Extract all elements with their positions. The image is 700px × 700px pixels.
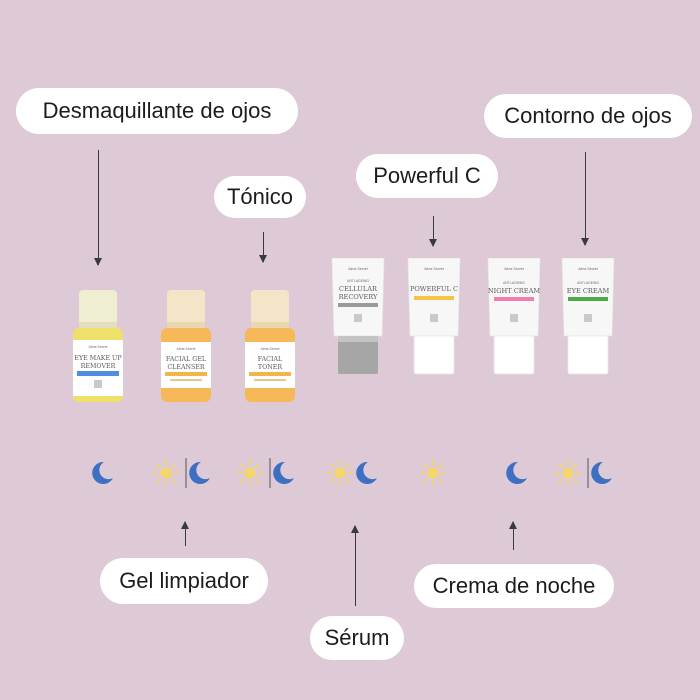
powerful-c-tube: Alma Secret POWERFUL C [407,258,461,375]
usage-icons-toner [237,458,294,488]
svg-text:Alma Secret: Alma Secret [578,267,598,271]
usage-icons-eye-cream [555,458,612,488]
cellular-recovery-tube: Alma Secret ANTI-AGEING CELLULAR RECOVER… [331,258,385,374]
arrow-serum [351,525,359,606]
svg-text:Alma Secret: Alma Secret [424,267,444,271]
eye-makeup-remover-bottle: Alma Secret EYE MAKE UP REMOVER [73,290,123,402]
svg-text:ANTI-AGEING: ANTI-AGEING [503,281,525,285]
label-contorno: Contorno de ojos [484,94,692,138]
label-serum: Sérum [310,616,404,660]
eye-cream-tube: Alma Secret ANTI-AGEING EYE CREAM [561,258,615,375]
moon-icon [273,461,294,484]
svg-text:REMOVER: REMOVER [81,363,116,370]
svg-text:ANTI-AGEING: ANTI-AGEING [577,281,599,285]
sun-icon [237,460,263,486]
svg-text:Alma Secret: Alma Secret [176,347,195,351]
arrow-tonico [259,232,267,263]
usage-icons-serum [327,460,377,486]
svg-text:ANTI-AGEING: ANTI-AGEING [347,279,369,283]
svg-text:CELLULAR: CELLULAR [339,285,378,293]
moon-icon [189,461,210,484]
moon-icon [506,461,527,484]
label-gel-limpiador: Gel limpiador [100,558,268,604]
sun-icon [555,460,581,486]
label-tonico: Tónico [214,176,306,218]
label-desmaquillante: Desmaquillante de ojos [16,88,298,134]
svg-text:RECOVERY: RECOVERY [339,293,378,301]
facial-toner-bottle: Alma Secret FACIAL TONER [245,290,295,402]
arrow-gel-limpiador [181,521,189,546]
moon-icon [92,461,113,484]
svg-text:FACIAL: FACIAL [258,356,283,363]
svg-text:Alma Secret: Alma Secret [348,267,368,271]
usage-icons-powerful-c [420,460,446,486]
svg-text:Alma Secret: Alma Secret [504,267,524,271]
moon-icon [356,461,377,484]
sun-icon [420,460,446,486]
facial-gel-cleanser-bottle: Alma Secret FACIAL GEL CLEANSER [161,290,211,402]
usage-icons-remover [92,461,113,484]
label-powerful-c: Powerful C [356,154,498,198]
svg-text:FACIAL GEL: FACIAL GEL [166,356,207,363]
usage-icons-night-cream [506,461,527,484]
arrow-powerful-c [429,216,437,247]
svg-text:Alma Secret: Alma Secret [260,347,279,351]
svg-text:EYE CREAM: EYE CREAM [567,287,610,295]
label-crema-de-noche: Crema de noche [414,564,614,608]
sun-icon [153,460,179,486]
arrow-contorno [581,152,589,246]
arrow-crema-de-noche [509,521,517,550]
night-cream-tube: Alma Secret ANTI-AGEING NIGHT CREAM [487,258,541,375]
svg-text:EYE MAKE UP: EYE MAKE UP [74,355,122,362]
svg-text:Alma Secret: Alma Secret [88,345,107,349]
sun-icon [327,460,353,486]
usage-icons-gel-cleanser [153,458,210,488]
svg-text:CLEANSER: CLEANSER [167,364,205,371]
svg-text:TONER: TONER [258,364,282,371]
svg-text:POWERFUL C: POWERFUL C [410,285,458,293]
arrow-desmaquillante [94,150,102,266]
svg-text:NIGHT CREAM: NIGHT CREAM [488,287,540,295]
moon-icon [591,461,612,484]
